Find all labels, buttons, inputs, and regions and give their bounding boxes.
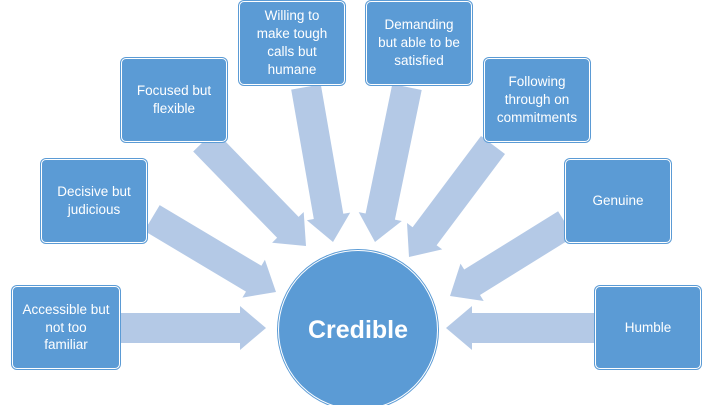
box-focused: Focused but flexible <box>121 58 227 142</box>
arrow-following <box>407 136 505 257</box>
center-circle-credible: Credible <box>278 250 438 405</box>
arrow-focused <box>193 130 306 246</box>
box-following-label: Following through on commitments <box>496 74 578 125</box>
arrow-accessible <box>121 306 266 350</box>
box-focused-label: Focused but flexible <box>136 83 212 116</box>
box-decisive-label: Decisive but judicious <box>57 184 131 217</box>
box-demanding: Demanding but able to be satisfied <box>366 1 472 85</box>
box-demanding-label: Demanding but able to be satisfied <box>378 17 460 68</box>
box-willing: Willing to make tough calls but humane <box>239 1 345 85</box>
box-following: Following through on commitments <box>484 58 590 142</box>
box-humble-label: Humble <box>624 319 672 335</box>
box-genuine-label: Genuine <box>592 193 644 209</box>
box-willing-label: Willing to make tough calls but humane <box>256 8 328 77</box>
box-decisive: Decisive but judicious <box>41 159 147 243</box>
arrow-demanding <box>358 84 422 242</box>
arrow-humble <box>446 306 596 350</box>
arrow-genuine <box>450 211 574 301</box>
arrow-decisive <box>144 205 276 298</box>
arrow-willing <box>291 84 351 243</box>
center-label: Credible <box>307 315 409 344</box>
box-genuine: Genuine <box>565 159 671 243</box>
box-accessible: Accessible but not too familiar <box>12 286 120 369</box>
box-accessible-label: Accessible but not too familiar <box>22 301 110 353</box>
box-humble: Humble <box>595 286 701 369</box>
